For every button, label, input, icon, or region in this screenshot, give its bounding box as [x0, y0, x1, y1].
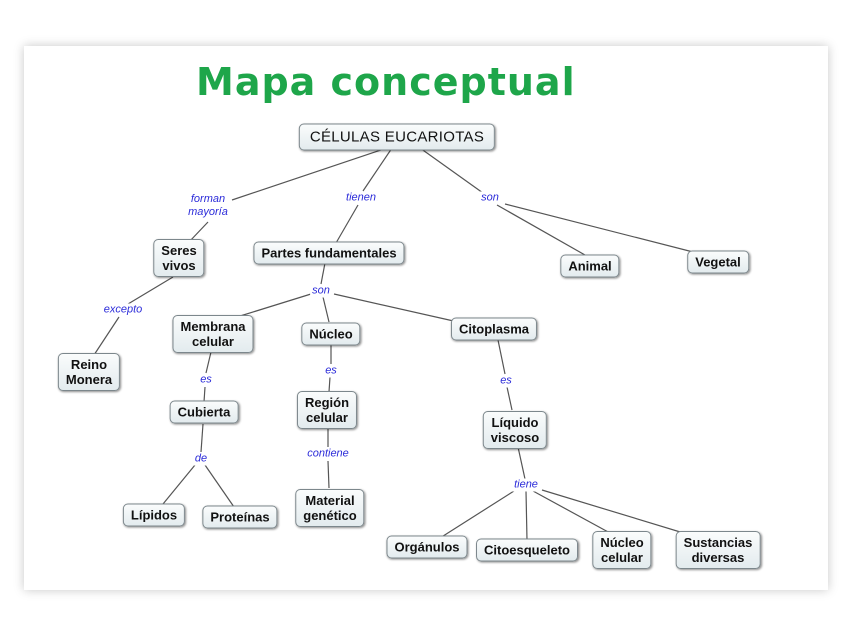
concept-sustancias-diversas: Sustancias diversas	[675, 531, 761, 569]
connector	[525, 490, 528, 541]
link-forman-mayoria: forman mayoría	[186, 193, 230, 219]
connector	[162, 464, 196, 505]
connector	[204, 464, 235, 508]
connector	[328, 376, 331, 393]
connector	[532, 490, 611, 534]
link-son-mid: son	[310, 284, 332, 298]
concept-reino-monera: Reino Monera	[57, 353, 121, 391]
concept-cubierta: Cubierta	[169, 400, 239, 424]
concept-lipidos: Lípidos	[122, 503, 186, 527]
link-tiene: tiene	[512, 478, 540, 492]
concept-region-celular: Región celular	[296, 391, 358, 429]
connector	[439, 490, 515, 539]
link-es-membrana: es	[198, 373, 214, 387]
concept-liquido-viscoso: Líquido viscoso	[482, 411, 548, 449]
link-es-nucleo: es	[323, 364, 339, 378]
connector	[541, 489, 701, 539]
connector	[335, 204, 359, 244]
concept-citoesqueleto: Citoesqueleto	[476, 538, 578, 562]
concept-citoplasma: Citoplasma	[450, 317, 538, 341]
link-excepto: excepto	[101, 303, 145, 317]
concept-proteinas: Proteínas	[202, 505, 278, 529]
connector	[504, 203, 698, 254]
connector	[127, 276, 174, 305]
concept-animal: Animal	[560, 254, 620, 278]
concept-nucleo-celular: Núcleo celular	[592, 531, 652, 569]
concept-material-genetico: Material genético	[295, 489, 365, 527]
link-contiene: contiene	[305, 447, 351, 461]
connector	[200, 423, 204, 453]
connector	[496, 204, 586, 256]
connector	[497, 339, 506, 375]
link-tienen: tienen	[344, 191, 378, 205]
connector	[203, 386, 206, 403]
connector	[327, 460, 330, 489]
link-es-citoplasma: es	[498, 374, 514, 388]
connector	[188, 221, 209, 243]
connector	[322, 296, 330, 323]
concept-seres-vivos: Seres vivos	[153, 239, 205, 277]
connector	[333, 293, 459, 323]
connector	[362, 147, 393, 192]
link-de: de	[192, 452, 210, 466]
concept-organulos: Orgánulos	[386, 535, 468, 559]
connector	[517, 446, 526, 480]
link-son-top: son	[479, 191, 501, 205]
connector	[506, 386, 513, 411]
concept-partes-fundamentales: Partes fundamentales	[253, 241, 405, 265]
concept-celulas-eucariotas: CÉLULAS EUCARIOTAS	[298, 123, 496, 151]
connector	[231, 147, 388, 201]
concept-nucleo: Núcleo	[301, 322, 361, 346]
connector	[93, 316, 120, 356]
connector	[419, 147, 484, 194]
connector	[205, 351, 212, 374]
concept-membrana-celular: Membrana celular	[172, 315, 254, 353]
page-title: Mapa conceptual	[196, 60, 576, 104]
concept-vegetal: Vegetal	[687, 250, 749, 274]
connector	[320, 262, 326, 285]
